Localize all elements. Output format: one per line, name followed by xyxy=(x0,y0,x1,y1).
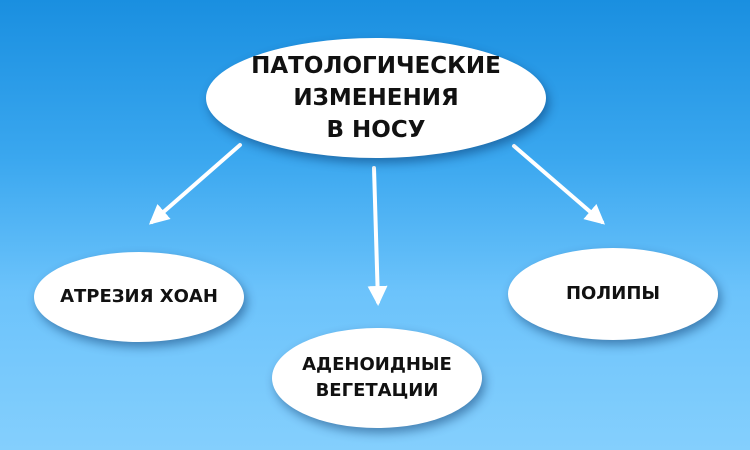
root-node-line-2: ИЗМЕНЕНИЯ xyxy=(293,85,459,111)
root-node-line-3: В НОСУ xyxy=(326,117,426,143)
child-node-choanal-atresia-label: АТРЕЗИЯ ХОАН xyxy=(60,286,218,309)
root-node-label: ПАТОЛОГИЧЕСКИЕ ИЗМЕНЕНИЯ В НОСУ xyxy=(251,50,501,146)
child-node-choanal-atresia-line-1: АТРЕЗИЯ ХОАН xyxy=(60,285,218,307)
child-node-polyps-line-1: ПОЛИПЫ xyxy=(565,282,661,304)
child-node-adenoids-label: АДЕНОИДНЫЕ ВЕГЕТАЦИИ xyxy=(302,352,452,404)
child-node-adenoids: АДЕНОИДНЫЕ ВЕГЕТАЦИИ xyxy=(272,328,482,428)
root-node: ПАТОЛОГИЧЕСКИЕ ИЗМЕНЕНИЯ В НОСУ xyxy=(206,38,546,158)
child-node-polyps-label: ПОЛИПЫ xyxy=(566,283,660,306)
arrow-root-to-left-icon xyxy=(148,143,242,225)
root-node-line-1: ПАТОЛОГИЧЕСКИЕ xyxy=(251,53,501,79)
child-node-adenoids-line-1: АДЕНОИДНЫЕ xyxy=(302,354,452,375)
arrow-root-to-right-icon xyxy=(512,144,606,225)
child-node-adenoids-line-2: ВЕГЕТАЦИИ xyxy=(315,380,439,401)
child-node-polyps: ПОЛИПЫ xyxy=(508,248,718,340)
child-node-choanal-atresia: АТРЕЗИЯ ХОАН xyxy=(34,252,244,342)
arrow-root-to-middle-icon xyxy=(367,166,388,306)
